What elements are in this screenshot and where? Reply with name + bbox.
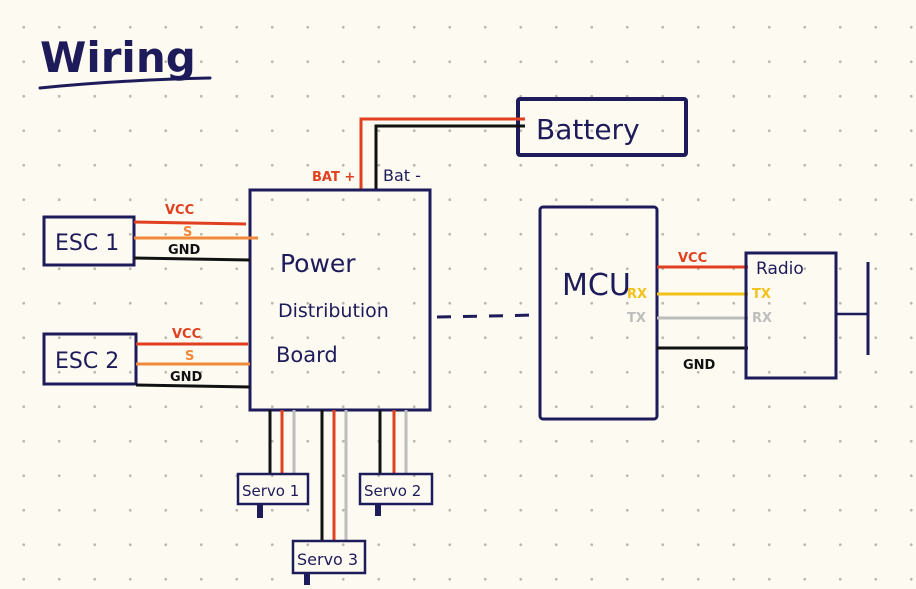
mcu-radio-vcc-label: VCC xyxy=(678,251,707,266)
mcu-tx-label: TX xyxy=(627,311,646,326)
esc1-gnd-label: GND xyxy=(168,243,201,258)
servo1-shaft xyxy=(257,504,263,518)
radio-rx-label: RX xyxy=(752,311,772,326)
mcu-label: MCU xyxy=(562,268,631,303)
battery-negative-wire xyxy=(374,124,525,190)
pdb-label-line3: Board xyxy=(276,343,338,367)
esc1-box xyxy=(42,215,136,267)
pdb-label-line1: Power xyxy=(280,249,356,278)
radio-box xyxy=(744,251,838,380)
radio-tx-label: TX xyxy=(752,287,771,302)
servo3-label: Servo 3 xyxy=(297,550,358,569)
radio-label: Radio xyxy=(756,259,804,279)
servo2-shaft xyxy=(375,504,381,516)
mcu-rx-label: RX xyxy=(627,287,647,302)
servo1-box xyxy=(236,472,310,506)
mcu-box xyxy=(538,205,659,421)
pdb-label-line2: Distribution xyxy=(278,300,389,322)
page-title: Wiring xyxy=(40,33,196,82)
esc1-vcc-wire xyxy=(133,220,247,226)
pdb-box xyxy=(248,188,432,412)
mcu-radio-gnd-label: GND xyxy=(683,358,716,373)
esc2-vcc-label: VCC xyxy=(172,327,201,342)
servo2-label: Servo 2 xyxy=(364,482,421,500)
esc2-label: ESC 2 xyxy=(55,349,119,374)
esc1-signal-label: S xyxy=(183,225,192,240)
esc2-box xyxy=(42,332,138,386)
battery-label: Battery xyxy=(536,113,640,146)
bat-plus-label: BAT + xyxy=(312,170,355,185)
servo3-box xyxy=(291,539,367,575)
esc2-gnd-label: GND xyxy=(170,370,203,385)
title-underline xyxy=(38,76,212,90)
servo3-shaft xyxy=(304,573,310,585)
esc1-label: ESC 1 xyxy=(55,231,119,256)
esc1-gnd-wire xyxy=(133,256,251,262)
pdb-mcu-dashed-link xyxy=(436,313,539,319)
servo1-label: Servo 1 xyxy=(242,482,299,500)
bat-minus-label: Bat - xyxy=(383,166,421,185)
esc1-vcc-label: VCC xyxy=(165,203,194,218)
esc2-signal-label: S xyxy=(185,349,194,364)
esc2-gnd-wire xyxy=(135,383,251,389)
servo2-box xyxy=(358,472,434,506)
battery-positive-wire xyxy=(359,117,525,190)
